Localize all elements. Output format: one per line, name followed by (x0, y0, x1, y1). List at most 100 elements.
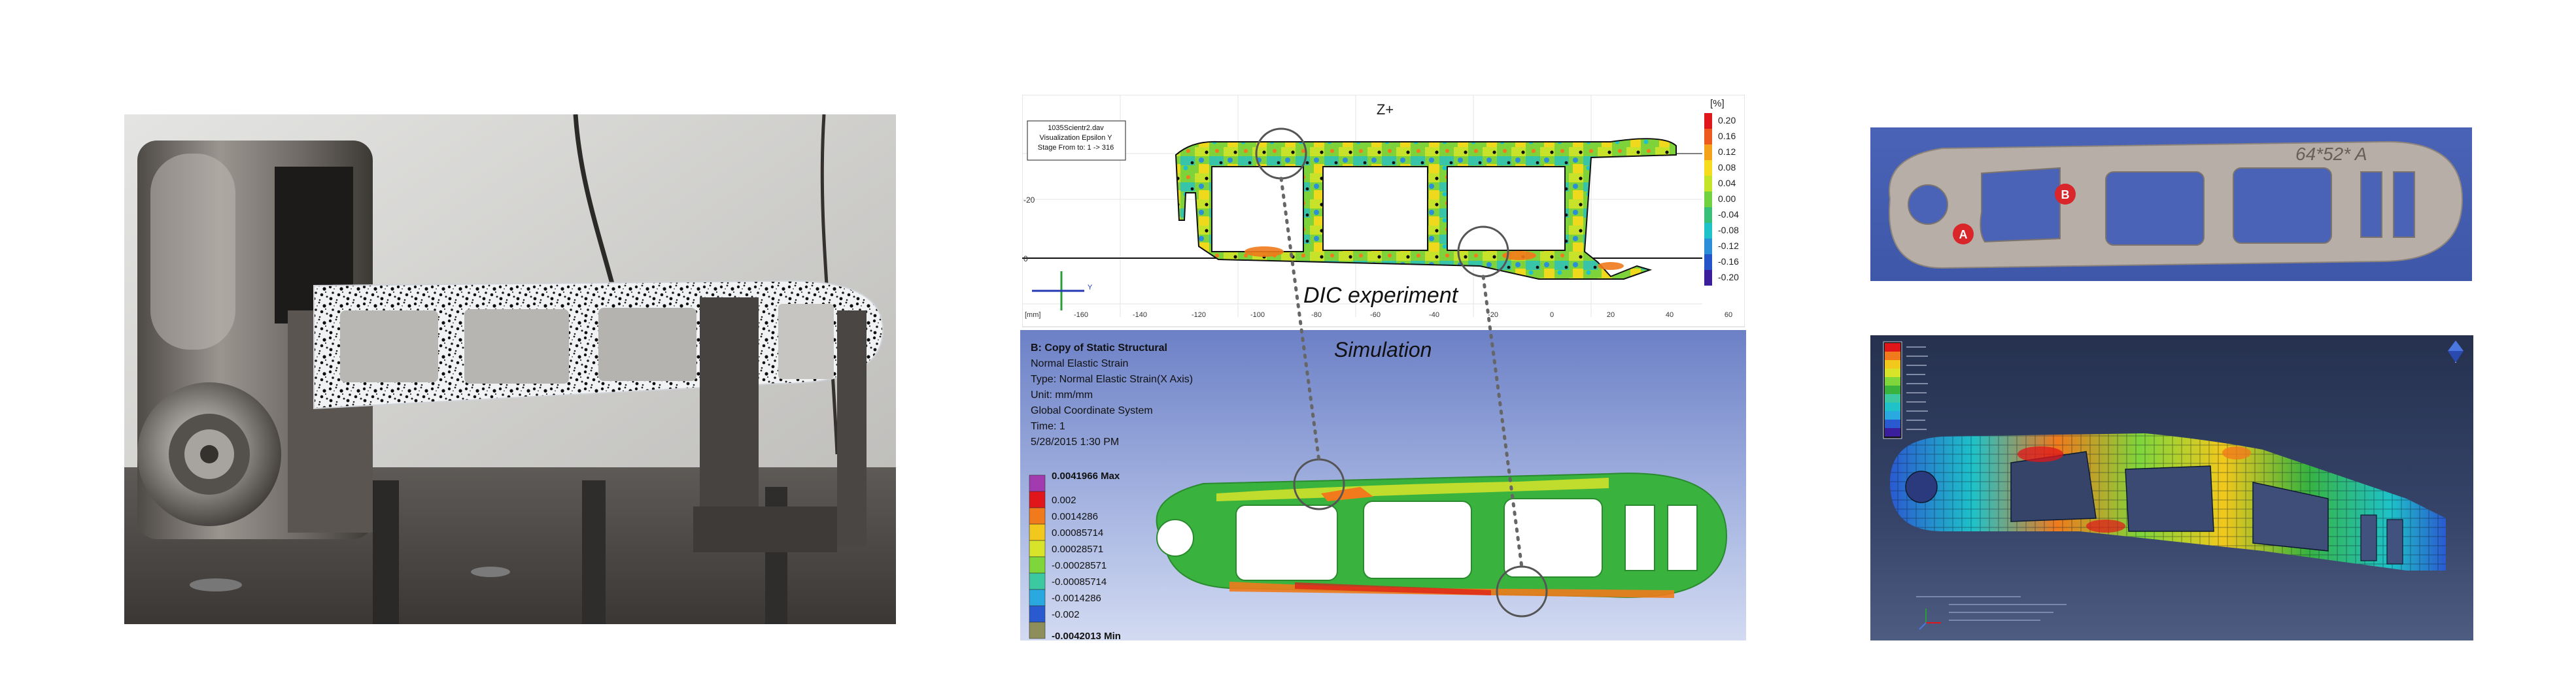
dic-info-line: Stage From to: 1 -> 316 (1038, 144, 1114, 152)
fem-scale-swatch (1885, 394, 1900, 403)
sim-info-line: Normal Elastic Strain (1031, 358, 1128, 369)
dic-xtick: 60 (1725, 311, 1732, 319)
sim-info-line: Global Coordinate System (1031, 405, 1153, 416)
fem-scale-swatch (1885, 369, 1900, 377)
fem-mesh-plot (1883, 340, 2464, 630)
dic-scale-swatch (1704, 223, 1712, 239)
sim-legend-label: -0.0042013 Min (1052, 631, 1121, 640)
fem-scale-swatch (1885, 360, 1900, 369)
dic-ytick: 0 (1023, 254, 1028, 263)
dic-axis-triad: Y (1032, 271, 1093, 310)
sim-legend-label: -0.00085714 (1052, 576, 1107, 588)
sim-info-line: 5/28/2015 1:30 PM (1031, 437, 1119, 448)
fem-scale-swatch (1885, 411, 1900, 420)
marker-a-label: A (1959, 228, 1968, 241)
sim-legend-label: 0.0014286 (1052, 511, 1098, 522)
fem-legend-lines (1906, 346, 1928, 430)
specimen-photo-panel: 64*52* A A B (1870, 127, 2472, 281)
fem-view-triad-icon (2448, 340, 2464, 363)
dic-scale-label: 0.16 (1718, 131, 1736, 141)
marker-b-label: B (2061, 188, 2070, 201)
dic-scale-label: 0.12 (1718, 146, 1736, 157)
dic-scale-label: 0.08 (1718, 162, 1736, 173)
dic-info-line: 1035Scientr2.dav (1048, 124, 1104, 132)
dic-xtick: -160 (1074, 311, 1088, 319)
dic-xtick: -140 (1133, 311, 1147, 319)
dic-scale-label: -0.12 (1718, 241, 1739, 251)
sim-info-line: Unit: mm/mm (1031, 390, 1093, 401)
sim-info-line: Type: Normal Elastic Strain(X Axis) (1031, 374, 1193, 385)
sim-legend-label: 0.0041966 Max (1052, 471, 1120, 482)
fem-scale-swatch (1885, 428, 1900, 437)
dic-scale-label: 0.04 (1718, 178, 1736, 188)
fem-scale-swatch (1885, 352, 1900, 360)
dic-scale-swatch (1704, 239, 1712, 254)
sim-legend-swatch (1029, 589, 1046, 606)
dic-scale-label: -0.20 (1718, 272, 1739, 282)
dic-scale-swatch (1704, 160, 1712, 176)
sim-caption: Simulation (1334, 338, 1432, 361)
dic-xtick: -120 (1192, 311, 1206, 319)
dic-scale-swatch (1704, 144, 1712, 160)
sim-info-line: Time: 1 (1031, 421, 1065, 432)
sim-legend-label: 0.00085714 (1052, 527, 1103, 539)
fem-scale-swatch (1885, 343, 1900, 352)
dic-scale-swatch (1704, 176, 1712, 191)
marker-b: B (2055, 184, 2076, 205)
sim-legend-swatch (1029, 573, 1046, 590)
fem-axis-triad-icon (1919, 608, 1941, 630)
fem-scale-swatch (1885, 377, 1900, 386)
dic-unit-label: [%] (1710, 98, 1725, 109)
dic-view-label: Z+ (1377, 101, 1394, 118)
marker-a: A (1953, 224, 1974, 244)
sim-legend-swatch (1029, 605, 1046, 623)
dic-scale-label: -0.04 (1718, 209, 1739, 220)
dic-xtick: -80 (1311, 311, 1322, 319)
test-rig-photo (124, 114, 896, 624)
dic-xtick: -100 (1250, 311, 1265, 319)
fem-footer-lines (1916, 596, 2067, 621)
sim-highlight-circle-bottom (1496, 565, 1548, 618)
fem-scale-swatch (1885, 403, 1900, 411)
sim-legend-label: 0.00028571 (1052, 544, 1103, 555)
dic-info-line: Visualization Epsilon Y (1040, 134, 1113, 142)
dic-xtick: 20 (1607, 311, 1615, 319)
sim-part (1156, 473, 1728, 598)
specimen-handwriting: 64*52* A (2295, 144, 2367, 164)
specimen-photo: 64*52* A A B (1889, 141, 2464, 269)
sim-legend-swatch (1029, 507, 1046, 525)
dic-scale-swatch (1704, 191, 1712, 207)
dic-axis-unit: [mm] (1025, 311, 1040, 319)
dic-scale-swatch (1704, 270, 1712, 286)
dic-scale-label: 0.00 (1718, 193, 1736, 204)
dic-scale-label: -0.16 (1718, 256, 1739, 267)
sim-legend-label: 0.002 (1052, 495, 1076, 506)
dic-axis-y-label: Y (1088, 284, 1093, 291)
sim-legend-label: -0.0014286 (1052, 593, 1101, 604)
fem-scale-swatch (1885, 386, 1900, 394)
dic-scale-swatch (1704, 254, 1712, 270)
dic-scale-swatch (1704, 129, 1712, 144)
sim-legend-swatch (1029, 540, 1046, 557)
sim-legend-label: -0.002 (1052, 609, 1080, 620)
dic-xtick: 40 (1666, 311, 1674, 319)
sim-legend-label: -0.00028571 (1052, 560, 1107, 571)
photo-panel (124, 114, 896, 624)
dic-xtick: -20 (1488, 311, 1498, 319)
dic-xtick: -60 (1370, 311, 1381, 319)
sim-legend-swatch (1029, 491, 1046, 508)
dic-caption: DIC experiment (1303, 283, 1458, 308)
fem-scale-swatch (1885, 420, 1900, 428)
dic-xtick: 0 (1550, 311, 1554, 319)
fem-panel (1870, 335, 2473, 640)
sim-info-line: B: Copy of Static Structural (1031, 342, 1167, 354)
dic-scale-label: -0.08 (1718, 225, 1739, 235)
sim-legend-swatch (1029, 523, 1046, 541)
dic-ytick: -20 (1023, 195, 1035, 205)
